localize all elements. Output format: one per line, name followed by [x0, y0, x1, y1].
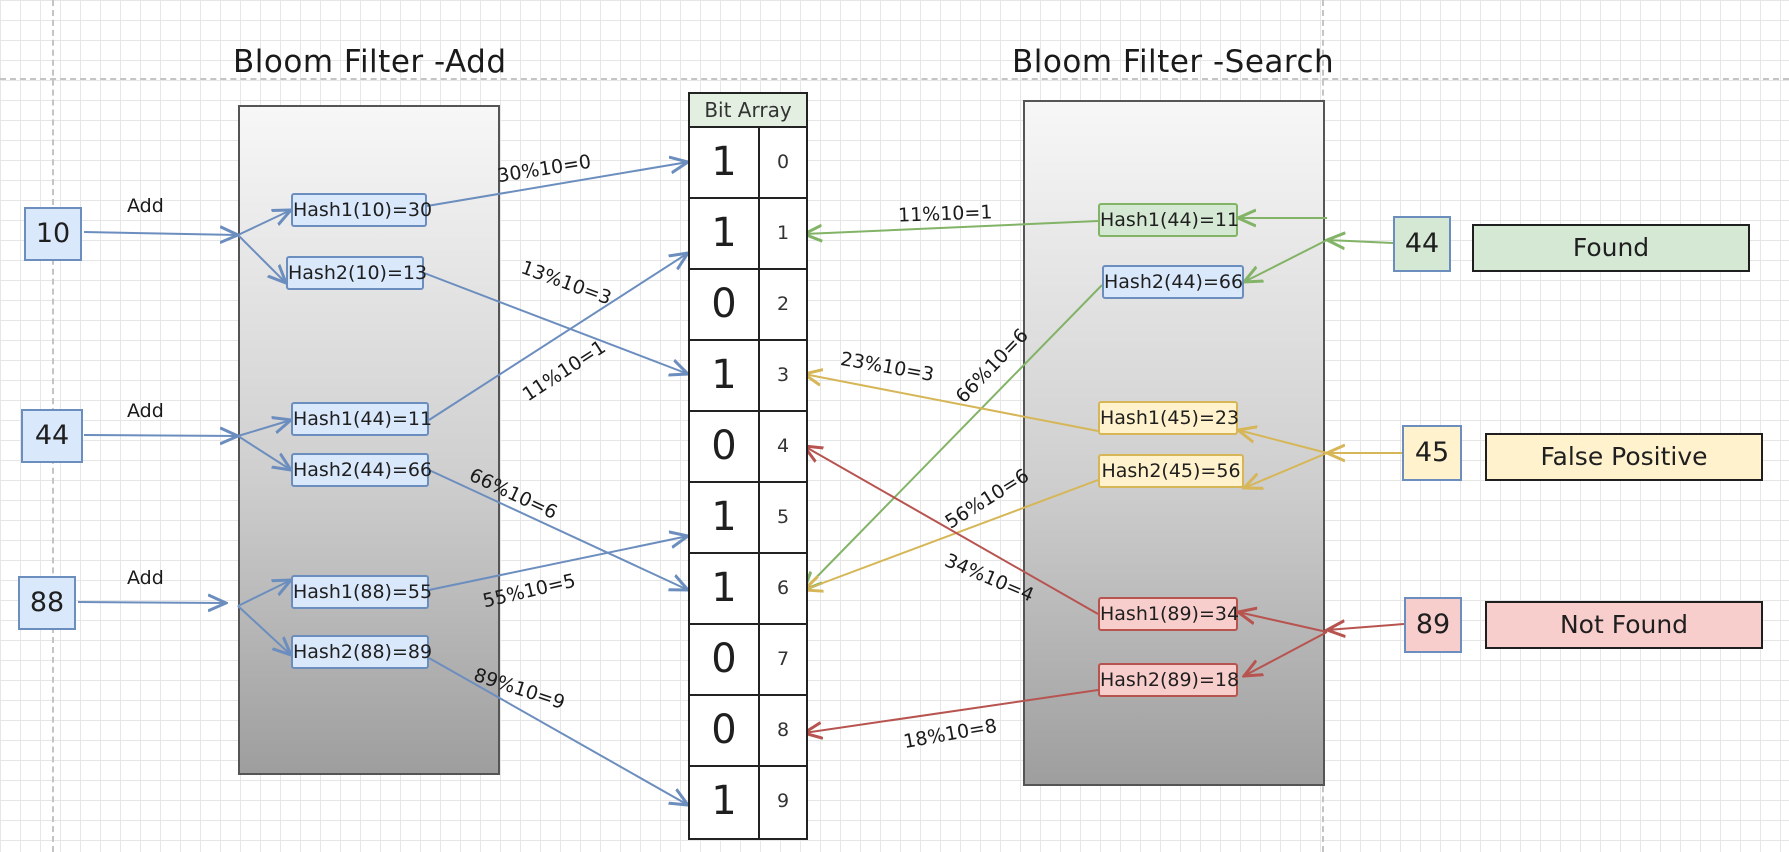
edge-hash1-44-to-bit1 [428, 253, 688, 421]
add-hash1-88: Hash1(88)=55 [291, 575, 432, 609]
edge-hash2-88-to-bit9 [428, 657, 688, 805]
edge-fan-hash2-10 [237, 234, 286, 283]
bit-value: 0 [690, 412, 760, 481]
bit-index: 3 [776, 364, 790, 386]
edge-fan-search-hash1-45 [1238, 430, 1328, 454]
search-hash2-44: Hash2(44)=66 [1102, 265, 1244, 299]
bit-index: 0 [776, 151, 790, 173]
edge-88-to-panel [77, 602, 226, 603]
bit-index: 8 [776, 719, 790, 741]
bit-index: 5 [776, 506, 790, 528]
edge-fan-hash2-88 [237, 605, 291, 655]
bit-index: 4 [776, 435, 790, 457]
edge-search-hash1-45-to-bit3 [804, 374, 1099, 432]
edge-search-hash1-89-to-bit4 [804, 446, 1099, 615]
add-input-10: 10 [24, 207, 82, 261]
add-hash1-44: Hash1(44)=11 [291, 402, 432, 436]
edge-hash1-88-to-bit5 [428, 536, 688, 591]
add-action-label-44: Add [127, 400, 164, 422]
edge-search-hash2-89-to-bit8 [804, 689, 1099, 733]
add-hash2-10: Hash2(10)=13 [286, 256, 427, 290]
result-found: Found [1472, 224, 1750, 272]
search-hash1-89: Hash1(89)=34 [1098, 597, 1239, 631]
bit-value: 1 [690, 128, 760, 197]
search-hash2-45: Hash2(45)=56 [1098, 454, 1244, 488]
search-hash1-44: Hash1(44)=11 [1098, 203, 1239, 237]
add-hash2-88: Hash2(88)=89 [291, 635, 432, 669]
edge-fan-search-hash2-44 [1244, 239, 1328, 282]
edge-search-hash1-44-to-bit1 [804, 220, 1099, 234]
edge-10-to-panel [83, 232, 238, 235]
bit-value: 0 [690, 696, 760, 765]
result-false-positive: False Positive [1485, 433, 1763, 481]
add-hash2-44: Hash2(44)=66 [291, 453, 432, 487]
edge-hash2-44-to-bit6 [428, 469, 688, 590]
result-not-found: Not Found [1485, 601, 1763, 649]
edge-fan-hash1-88 [237, 580, 291, 607]
edge-44-to-panel [83, 435, 238, 436]
edge-fan-hash2-44 [237, 435, 291, 470]
search-input-45: 45 [1402, 425, 1462, 481]
bit-value: 1 [690, 767, 760, 838]
add-action-label-10: Add [127, 195, 164, 217]
bit-value: 1 [690, 483, 760, 552]
guide-line-horizontal [0, 78, 1789, 80]
bit-index: 7 [776, 648, 790, 670]
bit-value: 1 [690, 199, 760, 268]
bit-value: 0 [690, 270, 760, 339]
edge-search-hash2-45-to-bit6 [804, 479, 1099, 590]
add-hash1-10: Hash1(10)=30 [291, 193, 432, 227]
edge-44-search-in [1327, 240, 1394, 243]
bit-value: 1 [690, 554, 760, 623]
search-hash1-45: Hash1(45)=23 [1098, 401, 1239, 435]
title-add: Bloom Filter -Add [233, 44, 507, 80]
edge-hash1-10-to-bit0 [426, 162, 688, 207]
bit-index: 6 [776, 577, 790, 599]
add-action-label-88: Add [127, 567, 164, 589]
bit-array-header: Bit Array [690, 94, 806, 128]
bit-index: 9 [776, 790, 790, 812]
bit-index: 1 [776, 222, 790, 244]
edge-fan-search-hash1-89 [1238, 612, 1328, 633]
edge-fan-hash1-10 [237, 210, 291, 236]
add-input-88: 88 [18, 576, 76, 630]
title-search: Bloom Filter -Search [1012, 44, 1335, 80]
search-input-89: 89 [1404, 597, 1462, 653]
edge-hash2-10-to-bit3 [423, 272, 688, 374]
bit-value: 1 [690, 341, 760, 410]
add-input-44: 44 [21, 409, 83, 463]
edge-89-search-in [1327, 624, 1405, 630]
bit-value: 0 [690, 625, 760, 694]
search-hash2-89: Hash2(89)=18 [1098, 663, 1239, 697]
edge-fan-search-hash2-89 [1244, 631, 1328, 676]
edge-fan-hash1-44 [237, 420, 291, 437]
edge-fan-search-hash2-45 [1244, 452, 1328, 488]
edge-label-search-11mod10: 11%10=1 [897, 201, 993, 227]
search-input-44: 44 [1393, 216, 1451, 272]
bit-index: 2 [776, 293, 790, 315]
edge-search-hash2-44-to-bit6 [804, 284, 1103, 590]
